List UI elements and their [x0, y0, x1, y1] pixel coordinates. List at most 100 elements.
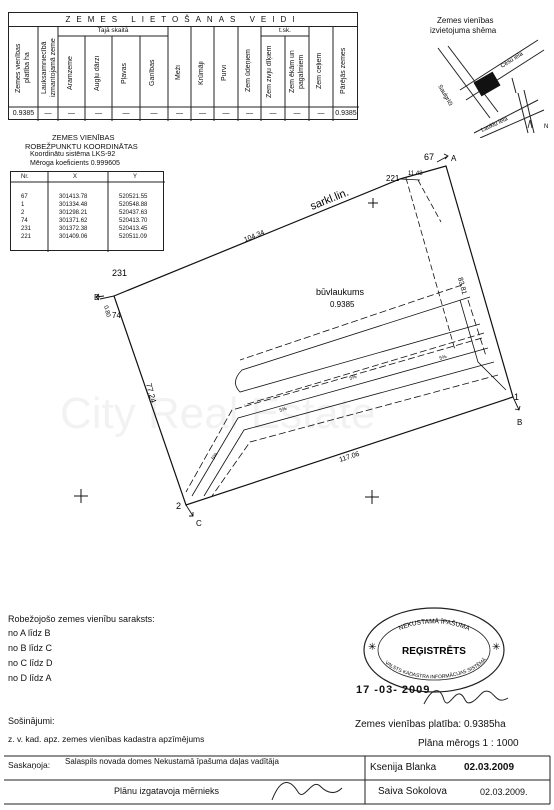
encumbrances-title: Sošinājumi: [8, 716, 55, 726]
signature-icon [271, 782, 343, 801]
col-arable: Aramzeme [67, 56, 74, 90]
coords-system: Koordinātu sistēma LKS-92 [30, 151, 116, 158]
dist-north: 104.34 [243, 229, 266, 244]
point-67: 67 [424, 152, 434, 162]
neighbours-title: Robežojošo zemes vienību saraksts: [8, 614, 155, 624]
value-cell: — [44, 110, 52, 117]
arrow-icon [185, 504, 194, 517]
value-cell: — [68, 110, 75, 117]
arrow-icon [436, 153, 449, 163]
plot-plan: City Real Estate 67 A 221 11.48 sarkl.li… [60, 152, 522, 528]
arrow-icon [95, 293, 105, 301]
neighbour-item: no C līdz D [8, 658, 53, 668]
red-line [405, 177, 456, 351]
land-use-title: ZEMES LIETOŠANAS VEIDI [9, 13, 357, 27]
point-1: 1 [514, 392, 519, 402]
value-cell: — [317, 110, 325, 117]
road-upper [235, 296, 481, 393]
value-cell: — [199, 110, 206, 117]
coords-title-2: ROBEŽPUNKTU KOORDINĀTAS [25, 142, 138, 151]
value-cell: — [176, 110, 183, 117]
coords-title-1: ZEMES VIENĪBAS [52, 133, 115, 142]
col-water: Zem ūdeņiem [245, 49, 252, 92]
slope-label: 5% [279, 406, 288, 414]
value-cell: — [246, 110, 253, 117]
value-cell: — [95, 110, 102, 117]
road-label-1: Saulgrīči [436, 84, 453, 107]
red-line-label: sarkl.lin. [309, 187, 351, 213]
point-B: B [517, 418, 522, 427]
tsk: t.sk. [279, 27, 291, 34]
slope-label: 5% [349, 374, 358, 382]
stamp-bottom-text: VALSTS KADASTRA INFORMĀCIJAS SISTĒMĀ [384, 656, 489, 680]
col-forest: Meži [175, 65, 182, 81]
col-shrub: Krūmāji [198, 61, 205, 85]
col-fish: Zem zivju dīķiem [266, 45, 273, 99]
slope-label: 5% [211, 451, 220, 461]
coords-scale-factor: Mēroga koeficients 0.999605 [30, 160, 120, 167]
col-ag: Lauksaimniecībā izmantojamā zeme [41, 38, 57, 98]
point-2: 2 [176, 501, 181, 511]
neighbour-item: no D līdz A [8, 673, 52, 683]
agreed-label: Saskaņoja: [8, 760, 51, 770]
made-by-label: Plānu izgatavoja mērnieks [114, 786, 220, 796]
value-cell: — [222, 110, 230, 117]
location-scheme: Saulgrīči Cēsu iela Laukiu iela N [436, 39, 548, 138]
north-arrow-icon [527, 119, 533, 129]
col-build: Zem ēkām un pagalmiem [289, 50, 305, 94]
value-cell: — [293, 110, 301, 117]
agreed-name: Ksenija Blanka [370, 762, 437, 773]
stamp-center-text: REĢISTRĒTS [402, 645, 466, 657]
point-A: A [451, 154, 457, 163]
parcel-boundary [113, 165, 514, 506]
point-C: C [196, 519, 202, 528]
neighbour-item: no A līdz B [8, 628, 51, 638]
slope-label: 5% [439, 354, 448, 362]
agreed-text: Salaspils novada domes Nekustamā īpašuma… [65, 757, 279, 766]
footer-scale: Plāna mērogs 1 : 1000 [418, 738, 519, 749]
value-cell: — [269, 110, 277, 117]
made-name: Saiva Sokolova [378, 786, 447, 797]
made-date: 02.03.2009. [480, 787, 528, 797]
footer-grid [4, 755, 551, 805]
dist-d: 0.80 [102, 305, 111, 318]
footer-area: Zemes vienības platība: 0.9385ha [355, 719, 506, 730]
road-lower [191, 347, 489, 497]
signature-icon [423, 690, 509, 705]
stamp-star-icon: ✳ [368, 642, 376, 653]
sub-group: Tajā skaitā [97, 27, 129, 34]
col-other: Pārējās zemes [340, 47, 347, 94]
land-use-table: ZEMES LIETOŠANAS VEIDI Zemes vienības pl… [8, 12, 359, 121]
stamp-top-text: NEKUSTAMĀ ĪPAŠUMA [398, 617, 472, 632]
road-label-2: Cēsu iela [500, 51, 525, 70]
value-cell: — [122, 110, 130, 117]
stamp-date: 17 -03- 2009 [356, 684, 431, 696]
value-total: 0.9385 [12, 110, 35, 117]
stamp-star-icon: ✳ [492, 642, 500, 653]
col-swamp: Purvi [221, 65, 228, 81]
area-value: 0.9385 [330, 300, 355, 309]
build-area-label: būvlaukums [316, 287, 365, 297]
arrow-icon [512, 396, 521, 411]
col-meadows: Pļavas [121, 62, 128, 84]
point-231: 231 [112, 268, 127, 278]
value-other: 0.9385 [335, 110, 357, 117]
col-orchards: Augļu dārzi [94, 55, 101, 91]
coords-header-row: Nr. X Y [21, 174, 138, 180]
land-use-grid [9, 26, 359, 121]
dist-east: 83.81 [456, 277, 467, 296]
point-74: 74 [112, 311, 121, 320]
dist-south: 117.06 [338, 451, 360, 464]
north-label: N [544, 124, 548, 130]
boundary-d-segment [99, 295, 115, 300]
col-pastures: Ganības [149, 59, 156, 87]
point-D: D [94, 293, 100, 302]
encumbrance-line: z. v. kad. apz. zemes vienības kadastra … [8, 734, 205, 744]
grid-crosses [74, 198, 379, 504]
